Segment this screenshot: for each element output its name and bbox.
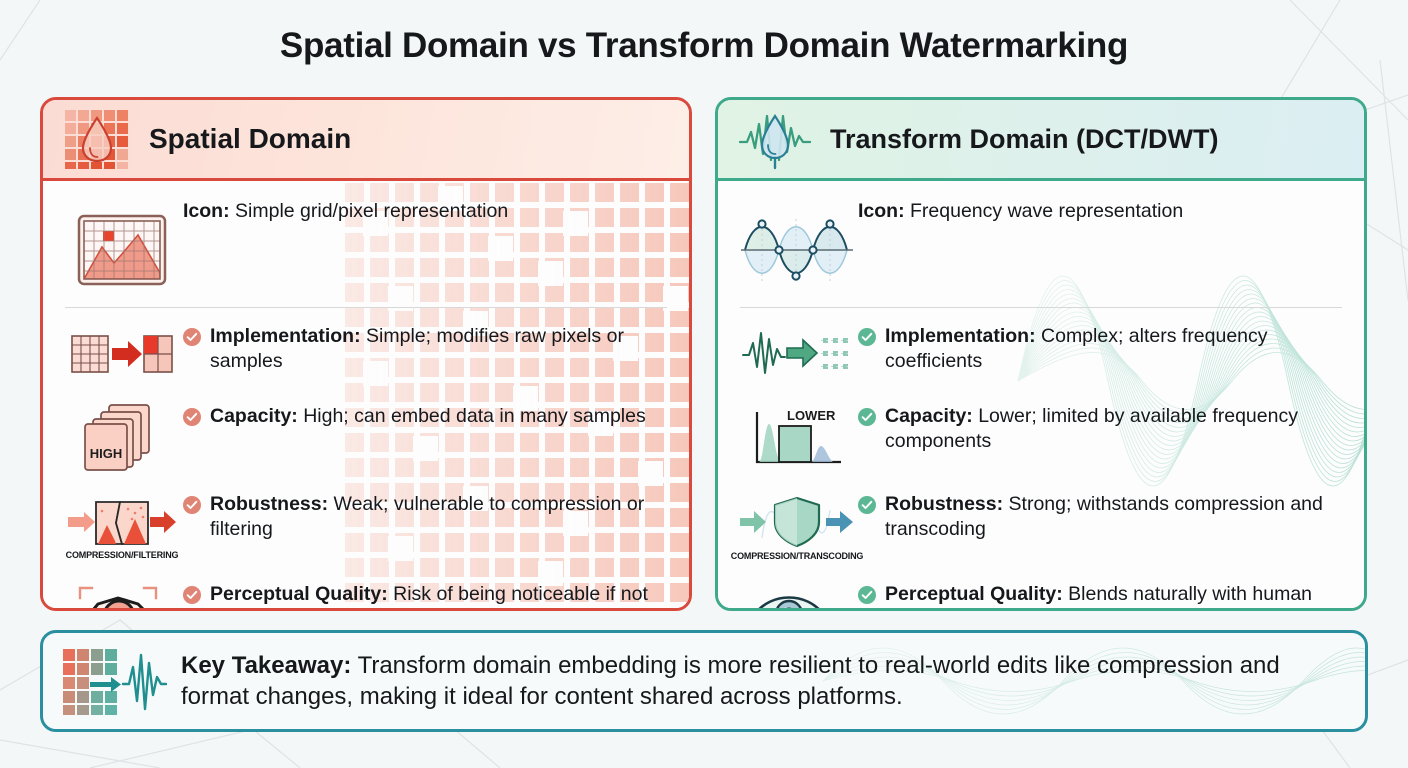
row-description: High; can embed data in many samples [303,405,646,427]
check-circle-icon [858,408,876,426]
list-item: Perceptual Quality: Risk of being notice… [43,566,689,608]
panel-spatial-title: Spatial Domain [149,123,352,154]
row-icon [61,318,183,384]
pixelated-eye-warning-icon [78,586,158,608]
list-item: COMPRESSION/TRANSCODING Robustness: Stro… [718,474,1364,566]
row-icon [61,576,183,608]
row-label: Capacity: [210,405,298,427]
row-text: Implementation: Simple; modifies raw pix… [183,318,675,373]
frequency-histogram-lower-icon: LOWER [755,408,841,464]
row-icon [736,193,858,297]
stacked-cards-high-icon: HIGH [84,404,150,471]
sine-wave-samples-icon [741,219,853,281]
list-item: HIGH Capacity: High; can embed data in m… [43,384,689,474]
row-label: Implementation: [885,325,1036,347]
shield-wave-icon [740,496,853,547]
row-icon [61,193,183,297]
panel-transform-title: Transform Domain (DCT/DWT) [830,123,1219,154]
list-item: Implementation: Complex; alters frequenc… [718,312,1364,384]
row-icon-caption: COMPRESSION/TRANSCODING [730,550,864,561]
row-icon-caption: COMPRESSION/FILTERING [65,549,179,560]
panel-spatial-rows: Icon: Simple grid/pixel representation [43,181,689,608]
row-text: Perceptual Quality: Blends naturally wit… [858,576,1350,608]
row-description: Frequency wave representation [910,200,1184,222]
row-label: Robustness: [210,493,329,515]
row-text: Icon: Frequency wave representation [858,193,1350,224]
row-icon: COMPRESSION/TRANSCODING [731,486,863,566]
waveform-droplet-icon [738,114,812,170]
row-label: Icon: [858,200,905,222]
row-label: Perceptual Quality: [210,583,388,605]
panel-transform-header: Transform Domain (DCT/DWT) [718,100,1364,181]
row-label: Robustness: [885,493,1004,515]
row-description: Simple grid/pixel representation [235,200,509,222]
row-label: Perceptual Quality: [885,583,1063,605]
list-item: Perceptual Quality: Blends naturally wit… [718,566,1364,608]
row-description: Strong; withstands compression and trans… [885,493,1323,540]
check-circle-icon [858,496,876,514]
key-takeaway-banner: Key Takeaway: Transform domain embedding… [40,630,1368,732]
waveform-to-coefficients-arrow-icon [742,332,850,374]
grid-to-block-arrow-icon [71,335,173,373]
row-text: Icon: Simple grid/pixel representation [183,193,675,224]
list-item: Icon: Simple grid/pixel representation [43,181,689,297]
list-item: LOWER Capacity: Lower; limited by availa… [718,384,1364,474]
panel-transform-domain: Transform Domain (DCT/DWT) [715,97,1367,611]
takeaway-label: Key Takeaway: [181,651,352,679]
row-text: Capacity: Lower; limited by available fr… [858,398,1350,453]
check-circle-icon [183,496,201,514]
pixel-grid-to-waveform-icon [63,649,167,715]
row-icon: HIGH [61,398,183,474]
row-label: Icon: [183,200,230,222]
row-text: Robustness: Weak; vulnerable to compress… [183,486,675,541]
row-icon [736,576,858,608]
check-circle-icon [858,328,876,346]
section-divider [65,307,667,308]
panel-spatial-domain: Spatial Domain [40,97,692,611]
row-label: Capacity: [885,405,973,427]
row-text: Implementation: Complex; alters frequenc… [858,318,1350,373]
panel-transform-body: Icon: Frequency wave representation [718,181,1364,608]
check-circle-icon [183,586,201,604]
panel-transform-rows: Icon: Frequency wave representation [718,181,1364,608]
row-description: Blends naturally with human perception a… [885,583,1313,608]
eye-check-icon [758,596,820,608]
svg-text:LOWER: LOWER [787,408,836,423]
pixel-image-thumbnail-icon [77,214,167,286]
row-text: Capacity: High; can embed data in many s… [183,398,675,429]
page-title: Spatial Domain vs Transform Domain Water… [279,26,1129,65]
list-item: Icon: Frequency wave representation [718,181,1364,297]
row-icon: COMPRESSION/FILTERING [61,486,183,566]
check-circle-icon [183,328,201,346]
torn-image-compression-icon [67,500,176,545]
panel-spatial-body: Icon: Simple grid/pixel representation [43,181,689,608]
row-icon [736,318,858,384]
section-divider [740,307,1342,308]
row-text: Robustness: Strong; withstands compressi… [858,486,1350,541]
list-item: Implementation: Simple; modifies raw pix… [43,312,689,384]
check-circle-icon [183,408,201,426]
svg-text:HIGH: HIGH [90,446,123,461]
panel-spatial-header: Spatial Domain [43,100,689,181]
row-icon: LOWER [736,398,858,474]
row-label: Implementation: [210,325,361,347]
pixel-grid-droplet-icon [65,110,128,169]
row-text: Perceptual Quality: Risk of being notice… [183,576,675,608]
list-item: COMPRESSION/FILTERING Robustness: Weak; … [43,474,689,566]
takeaway-text: Key Takeaway: Transform domain embedding… [181,650,1365,712]
check-circle-icon [858,586,876,604]
